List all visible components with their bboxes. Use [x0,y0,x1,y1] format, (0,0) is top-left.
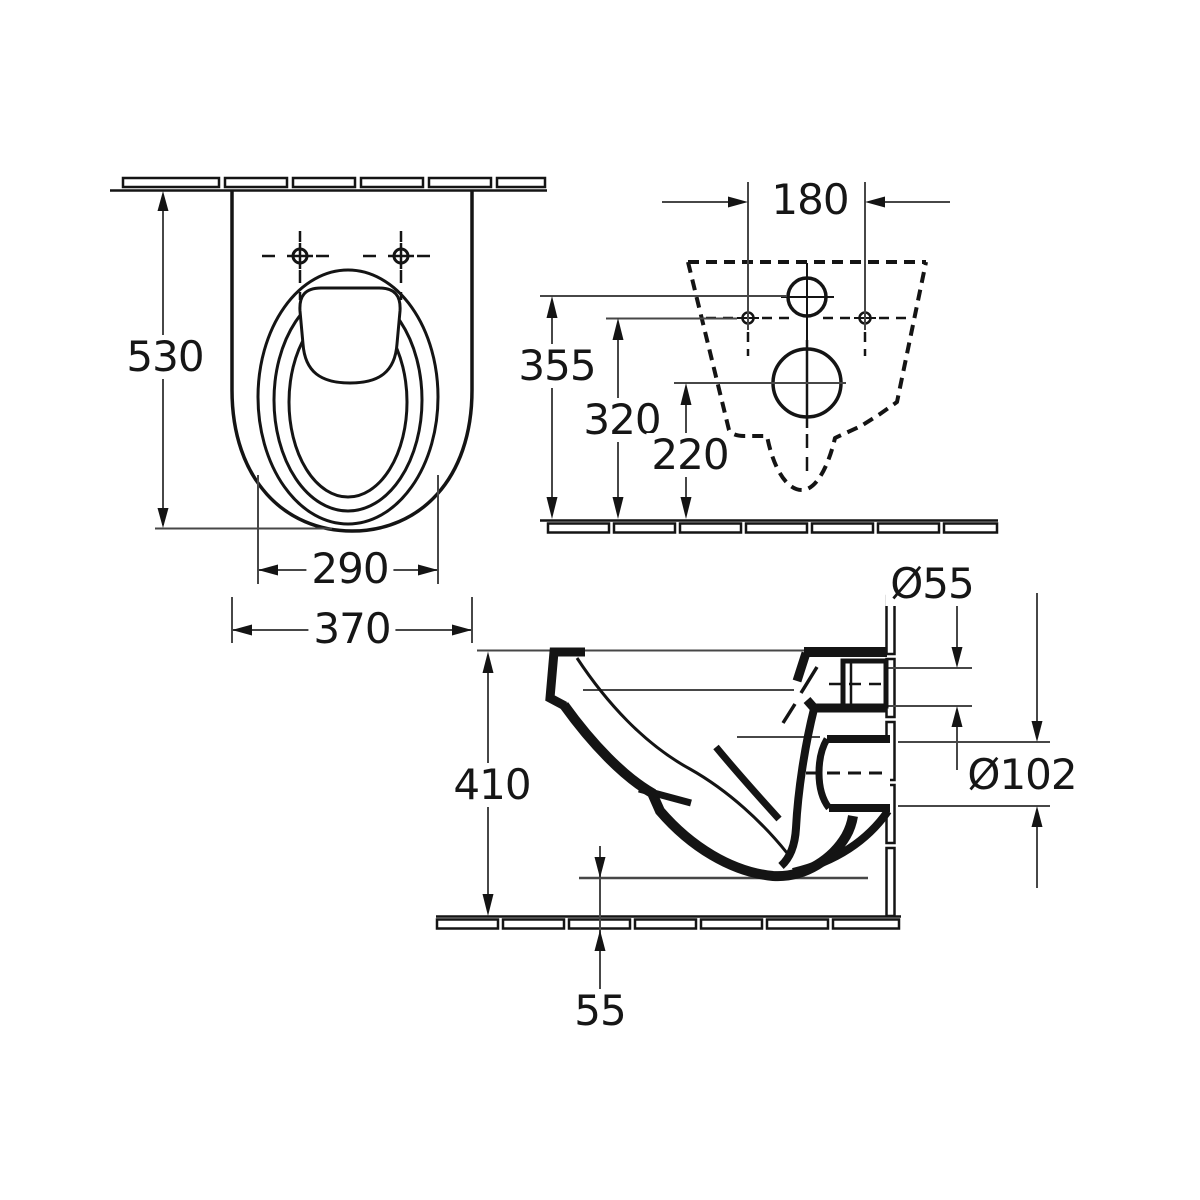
water-inlet-spud [829,658,889,709]
rear-underside [792,808,892,876]
dim-inlet-height [540,295,787,519]
dim-label-inlet-dia: Ø55 [885,562,979,606]
water-inlet-circle [781,263,834,342]
dim-label-seat-width: 290 [306,547,394,591]
dim-label-bolt-spacing: 180 [766,178,854,222]
dim-outlet-dia [1031,593,1043,888]
seat-outer-edge [256,268,440,526]
bowl-rear-wall [778,708,818,869]
dim-label-width: 370 [308,607,396,651]
bowl-inner-surface [575,657,789,854]
floor-tiles [546,522,999,534]
side-view [435,593,1050,998]
dim-clearance [594,846,606,998]
dim-label-outlet-height: 220 [646,433,734,477]
dim-bolt-spacing [662,182,950,330]
dim-label-inlet-height: 355 [513,344,601,388]
flush-lid [298,286,402,385]
bowl-outline [230,191,474,533]
hidden-body-outline [686,260,928,492]
dim-label-outlet-dia: Ø102 [962,753,1082,797]
wall-tiles [121,176,547,189]
dim-inlet-dia [951,604,963,770]
bowl-ridge [638,785,692,807]
dim-label-depth: 530 [121,335,209,379]
front-lip [545,647,585,710]
trap-inner-wall [713,744,782,822]
toilet-profile [545,647,892,882]
top-view [110,176,547,643]
rear-view [540,182,999,534]
dim-label-height: 410 [448,763,536,807]
bowl-underside [559,702,858,882]
floor-tiles-side [435,918,901,930]
break-mark [781,666,819,724]
dim-label-clearance: 55 [569,989,631,1033]
fixing-hole-marker-left [262,231,338,300]
fixing-hole-marker-right [363,231,439,300]
outlet-pipe [806,735,890,812]
